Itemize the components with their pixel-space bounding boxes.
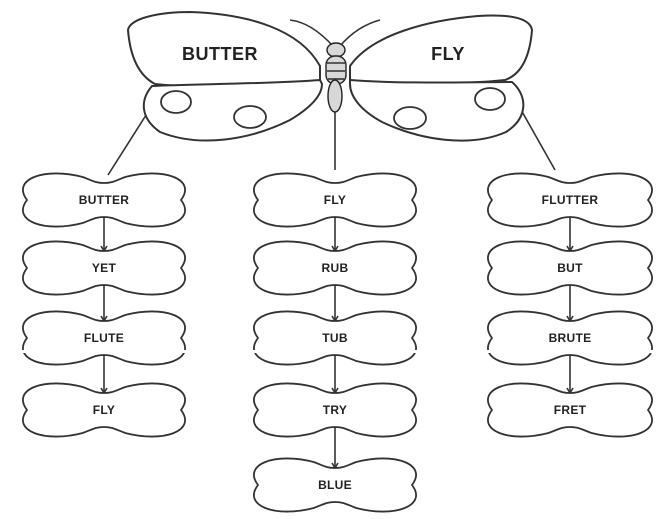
word-label: TRY <box>323 403 347 417</box>
word-label: BUT <box>557 261 583 275</box>
word-chain-column-2: FLY RUB TUB TRY BLUE <box>254 173 416 511</box>
word-label: TUB <box>322 331 348 345</box>
right-wing-word: FLY <box>431 44 465 64</box>
word-label: BRUTE <box>549 331 592 345</box>
left-wing-word: BUTTER <box>182 44 258 64</box>
wing-spot <box>234 106 266 128</box>
word-chain-column-3: FLUTTER BUT BRUTE FRET <box>488 173 652 436</box>
scan-band <box>0 350 672 353</box>
hanging-string-left <box>108 112 148 175</box>
word-label: FLY <box>324 193 346 207</box>
word-label: RUB <box>322 261 349 275</box>
word-label: FLY <box>93 403 115 417</box>
word-label: FLUTE <box>84 331 124 345</box>
word-label: BUTTER <box>79 193 129 207</box>
word-label: BLUE <box>318 478 352 492</box>
antenna <box>340 20 380 46</box>
word-label: YET <box>92 261 117 275</box>
word-label: FLUTTER <box>542 193 599 207</box>
wing-spot <box>475 88 505 110</box>
wing-spot <box>394 107 426 129</box>
word-chains: BUTTER YET FLUTE FLY FLY RUB TUB TRY BLUE FLUTTER… <box>23 173 652 511</box>
butterfly-abdomen <box>328 80 342 112</box>
word-label: FRET <box>554 403 587 417</box>
butterfly-head <box>327 43 345 57</box>
word-chain-column-1: BUTTER YET FLUTE FLY <box>23 173 185 436</box>
hanging-string-right <box>520 108 555 170</box>
wing-spot <box>161 91 191 113</box>
butterfly-illustration: BUTTER FLY <box>128 12 532 141</box>
